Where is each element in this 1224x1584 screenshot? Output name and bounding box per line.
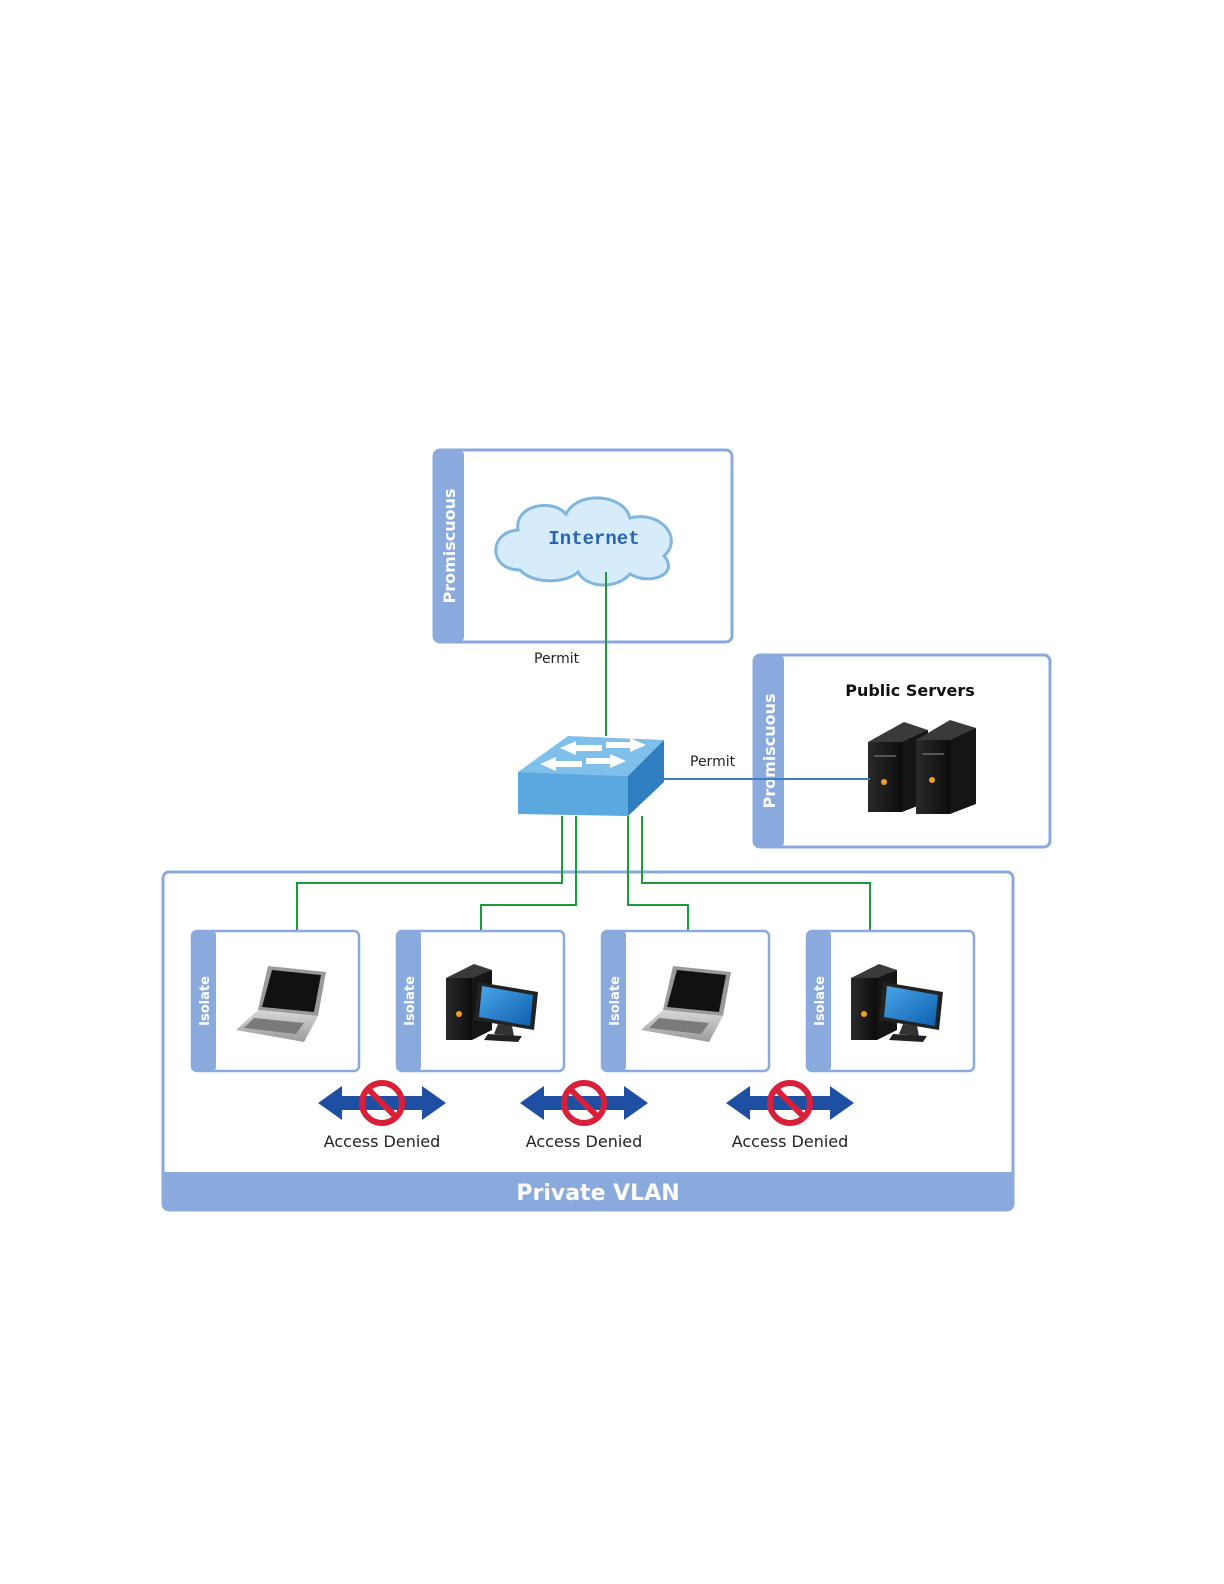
- internet-cloud-icon: [494, 496, 673, 587]
- access-denied-marker: Access Denied: [318, 1080, 446, 1151]
- access-denied-marker: Access Denied: [726, 1080, 854, 1151]
- access-denied-marker: Access Denied: [520, 1080, 648, 1151]
- switch-icon: [518, 736, 664, 816]
- private-vlan-label: Private VLAN: [516, 1181, 679, 1206]
- desktop-pc-icon: [446, 964, 538, 1042]
- no-entry-icon: [767, 1080, 813, 1126]
- host-box: Isolate: [395, 929, 566, 1073]
- private-vlan-zone: Private VLAN: [161, 870, 1015, 1212]
- access-denied-label: Access Denied: [732, 1132, 849, 1151]
- laptop-icon: [236, 966, 326, 1042]
- laptop-icon: [641, 966, 731, 1042]
- host-side-label: Isolate: [403, 976, 418, 1026]
- no-entry-icon: [359, 1080, 405, 1126]
- internet-permit-label: Permit: [534, 651, 580, 667]
- internet-zone: Promiscuous Internet: [432, 448, 734, 644]
- public-servers-title: Public Servers: [845, 681, 975, 700]
- host-box: Isolate: [190, 929, 361, 1073]
- host-side-label: Isolate: [608, 976, 623, 1026]
- access-denied-label: Access Denied: [324, 1132, 441, 1151]
- host-box: Isolate: [600, 929, 771, 1073]
- internet-zone-side-label: Promiscuous: [440, 488, 459, 603]
- host-box: Isolate: [805, 929, 976, 1073]
- internet-cloud-label: Internet: [548, 528, 639, 550]
- server-zone-side-label: Promiscuous: [760, 693, 779, 808]
- host-side-label: Isolate: [813, 976, 828, 1026]
- access-denied-label: Access Denied: [526, 1132, 643, 1151]
- server-permit-label: Permit: [690, 754, 736, 770]
- desktop-pc-icon: [851, 964, 943, 1042]
- server-zone: Promiscuous Public Servers: [752, 653, 1052, 849]
- host-side-label: Isolate: [198, 976, 213, 1026]
- no-entry-icon: [561, 1080, 607, 1126]
- server-rack-icon: [868, 720, 976, 814]
